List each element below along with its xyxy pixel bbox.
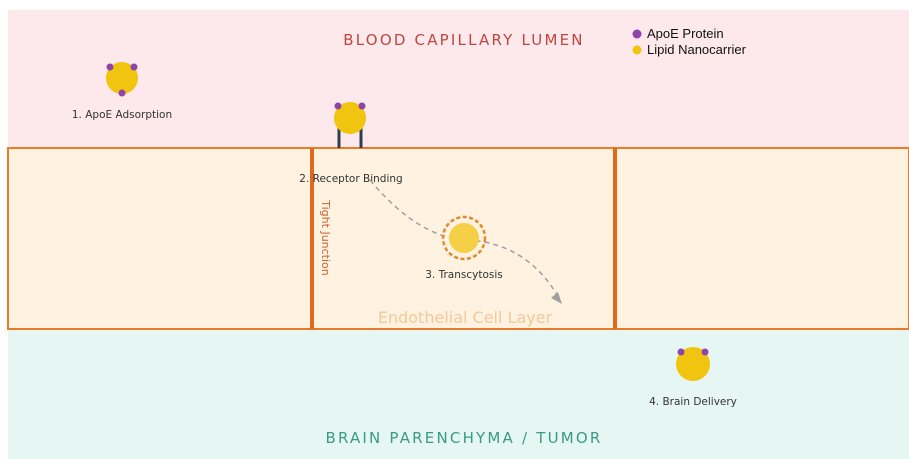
nanocarrier-icon xyxy=(449,223,479,253)
tight-junction-label: Tight Junction xyxy=(319,199,332,276)
endothelial-layer-title: Endothelial Cell Layer xyxy=(378,308,553,327)
legend-nanocarrier-label: Lipid Nanocarrier xyxy=(647,42,747,57)
apoe-protein-icon xyxy=(131,64,138,71)
apoe-protein-icon xyxy=(107,64,114,71)
legend-nanocarrier-icon xyxy=(633,46,642,55)
step1-label: 1. ApoE Adsorption xyxy=(72,109,172,121)
blood-zone-title: BLOOD CAPILLARY LUMEN xyxy=(343,31,584,49)
step4-label: 4. Brain Delivery xyxy=(649,396,737,408)
step4-nanocarrier xyxy=(676,347,710,381)
step2-label: 2. Receptor Binding xyxy=(299,173,402,185)
brain-zone-title: BRAIN PARENCHYMA / TUMOR xyxy=(325,429,602,447)
apoe-protein-icon xyxy=(678,349,685,356)
apoe-protein-icon xyxy=(702,349,709,356)
apoe-protein-icon xyxy=(335,103,342,110)
apoe-protein-icon xyxy=(359,103,366,110)
legend-apoe-label: ApoE Protein xyxy=(647,26,724,41)
apoe-protein-icon xyxy=(119,90,126,97)
legend-apoe-icon xyxy=(633,30,642,39)
step3-label: 3. Transcytosis xyxy=(425,269,503,281)
